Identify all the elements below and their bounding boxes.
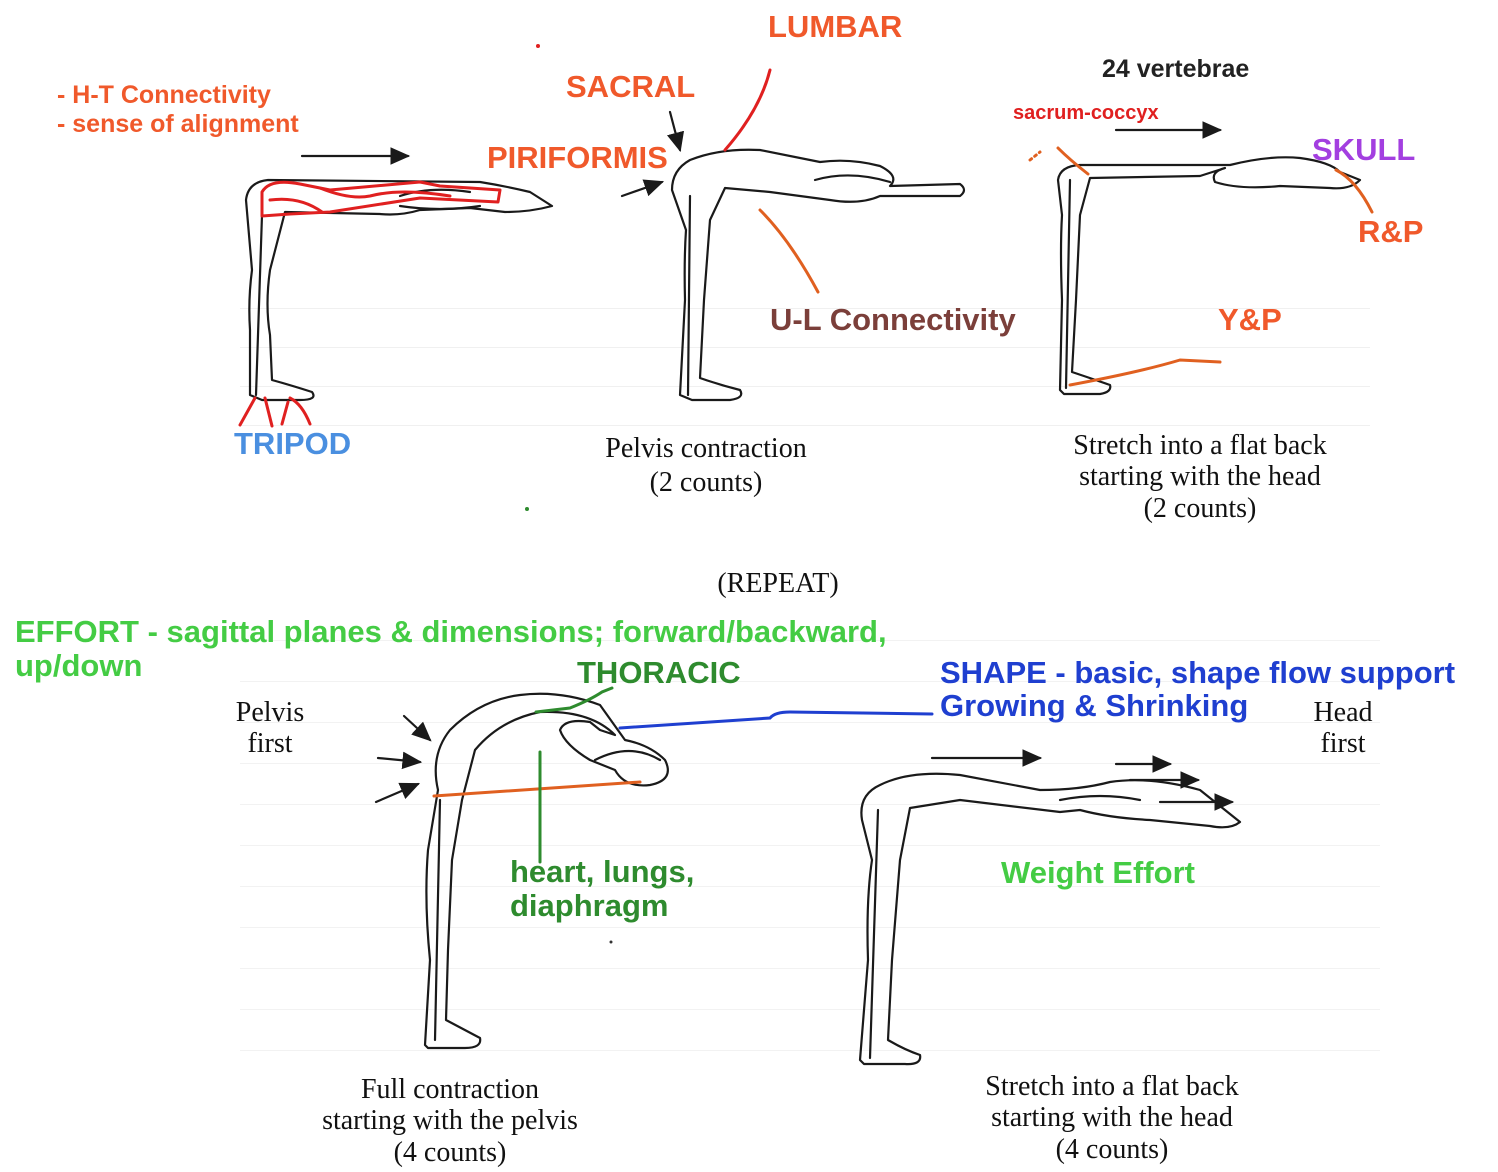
red-mark-a bbox=[270, 199, 322, 212]
caption-line: Stretch into a flat back bbox=[1040, 430, 1360, 461]
caption-stretch-top: Stretch into a flat back starting with t… bbox=[1040, 430, 1360, 524]
figure-5-flat-back-head bbox=[860, 774, 1240, 1064]
caption-pelvis-contraction: Pelvis contraction (2 counts) bbox=[586, 432, 826, 499]
red-dot bbox=[536, 44, 540, 48]
rp-label: R&P bbox=[1358, 216, 1423, 249]
sense-alignment-label: - sense of alignment bbox=[57, 111, 299, 137]
ul-connectivity-label: U-L Connectivity bbox=[770, 304, 1016, 337]
caption-line: Stretch into a flat back bbox=[952, 1071, 1272, 1102]
yp-label: Y&P bbox=[1218, 304, 1282, 337]
caption-stretch-bottom: Stretch into a flat back starting with t… bbox=[952, 1071, 1272, 1165]
caption-repeat: (REPEAT) bbox=[698, 567, 858, 601]
sacral-label: SACRAL bbox=[566, 71, 695, 104]
caption-line: first bbox=[1300, 728, 1386, 759]
caption-line: starting with the head bbox=[952, 1102, 1272, 1133]
arrow-pelvis-c bbox=[376, 784, 418, 802]
orange-dots bbox=[1030, 152, 1040, 160]
arrow-pelvis-2 bbox=[622, 182, 662, 196]
shape-label-line2: Growing & Shrinking bbox=[940, 690, 1248, 723]
caption-line: starting with the pelvis bbox=[295, 1105, 605, 1136]
shape-label-line1: SHAPE - basic, shape flow support bbox=[940, 657, 1455, 690]
caption-full-contraction: Full contraction starting with the pelvi… bbox=[295, 1074, 605, 1168]
red-outline-torso bbox=[262, 182, 500, 216]
heart-label-line1: heart, lungs, bbox=[510, 856, 694, 889]
arrow-pelvis-b bbox=[378, 758, 420, 762]
weight-effort-label: Weight Effort bbox=[1001, 857, 1195, 890]
caption-line: (4 counts) bbox=[295, 1137, 605, 1168]
caption-line: (4 counts) bbox=[952, 1134, 1272, 1165]
caption-line: Pelvis bbox=[222, 697, 318, 728]
orange-ul-line bbox=[760, 210, 818, 292]
caption-line: Full contraction bbox=[295, 1074, 605, 1105]
black-dot bbox=[610, 941, 613, 944]
caption-line: starting with the head bbox=[1040, 461, 1360, 492]
caption-line: (2 counts) bbox=[586, 466, 826, 500]
vertebrae-label: 24 vertebrae bbox=[1102, 56, 1249, 82]
blue-shape-line bbox=[620, 712, 932, 728]
green-dot bbox=[525, 507, 529, 511]
caption-line: first bbox=[222, 728, 318, 759]
caption-line: Head bbox=[1300, 697, 1386, 728]
red-tripod-leg-2 bbox=[265, 398, 272, 426]
caption-line: (2 counts) bbox=[1040, 493, 1360, 524]
effort-label-line1: EFFORT - sagittal planes & dimensions; f… bbox=[15, 616, 887, 649]
red-tripod-leg-1 bbox=[240, 398, 255, 425]
thoracic-label: THORACIC bbox=[577, 657, 741, 690]
figure-2-pelvis-contraction bbox=[672, 150, 964, 400]
caption-pelvis-first: Pelvis first bbox=[222, 697, 318, 760]
skull-label: SKULL bbox=[1312, 134, 1415, 167]
heart-label-line2: diaphragm bbox=[510, 890, 668, 923]
orange-yp-line bbox=[1070, 360, 1220, 385]
red-lumbar-line bbox=[725, 70, 770, 150]
arrow-sacral bbox=[670, 112, 680, 150]
red-tripod-leg-4 bbox=[282, 402, 288, 424]
tripod-label: TRIPOD bbox=[234, 428, 351, 461]
red-tripod-leg-3 bbox=[290, 398, 310, 424]
orange-rp-line bbox=[1336, 170, 1372, 212]
ht-connectivity-label: - H-T Connectivity bbox=[57, 82, 271, 108]
figure-3-flat-back-head bbox=[1058, 157, 1360, 394]
sacrum-coccyx-label: sacrum-coccyx bbox=[1013, 103, 1159, 124]
caption-line: Pelvis contraction bbox=[586, 432, 826, 466]
caption-head-first: Head first bbox=[1300, 697, 1386, 760]
effort-label-line2: up/down bbox=[15, 650, 142, 683]
lumbar-label: LUMBAR bbox=[768, 11, 902, 44]
piriformis-label: PIRIFORMIS bbox=[487, 142, 668, 175]
arrow-pelvis-a bbox=[404, 716, 430, 740]
green-thoracic-line bbox=[536, 688, 612, 712]
